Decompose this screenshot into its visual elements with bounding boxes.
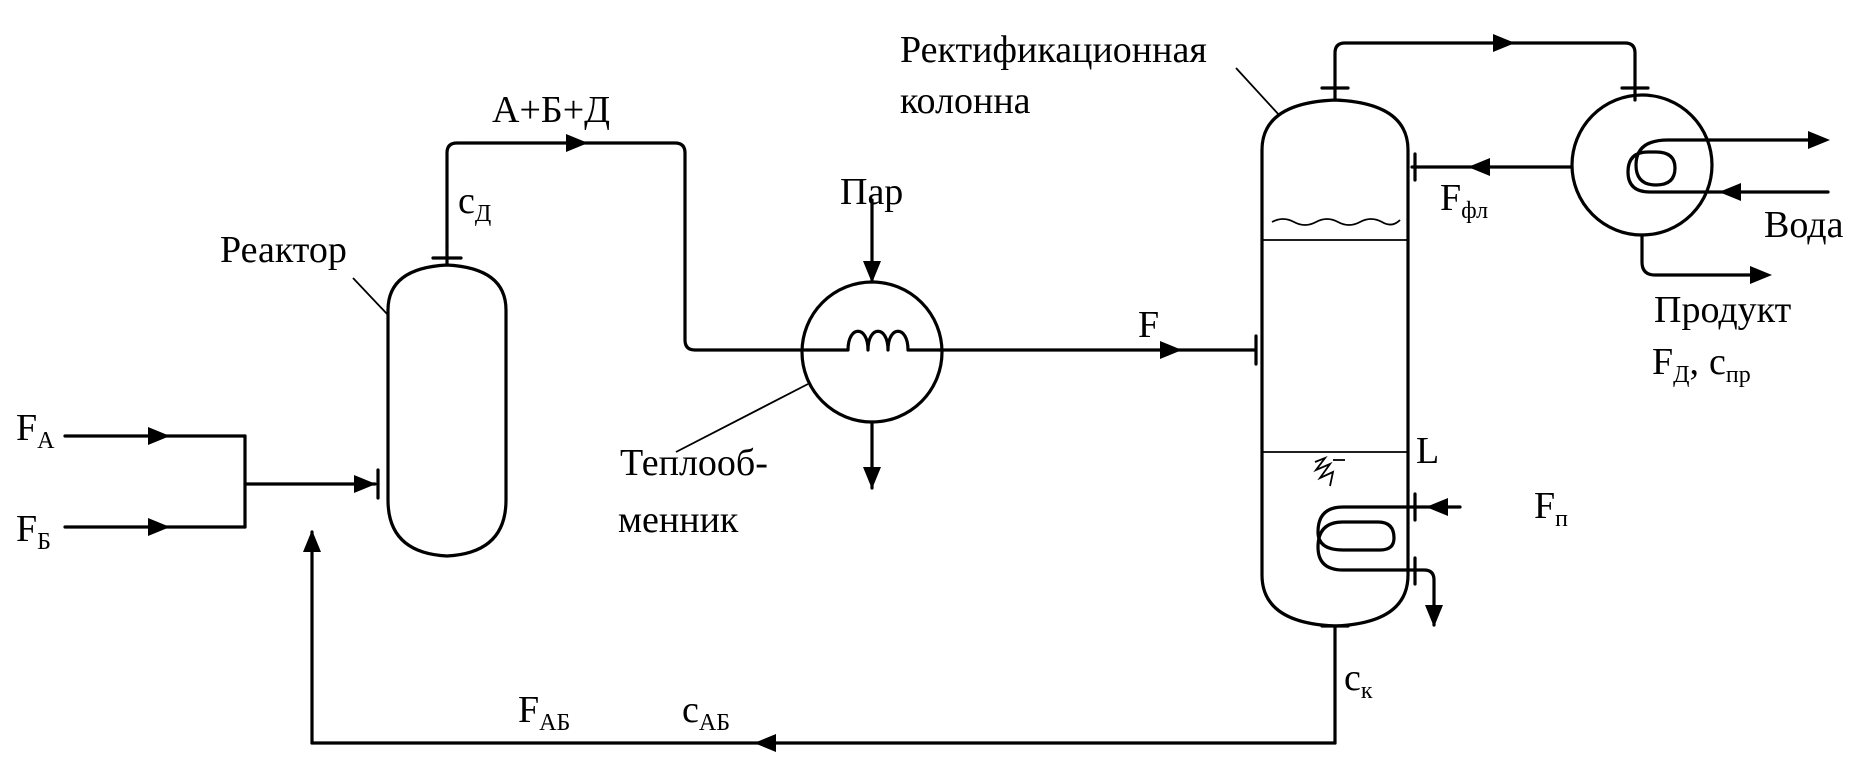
stream-fa-label: FА	[16, 407, 55, 454]
product-line	[1640, 233, 1762, 277]
level-sensor-squiggle	[1313, 455, 1335, 487]
stream-ffl-label: Fфл	[1440, 177, 1488, 224]
stream-fb-label: FБ	[16, 508, 51, 555]
stream-f-label: F	[1138, 304, 1159, 346]
rectification-column	[1260, 98, 1410, 628]
arrow-steam	[863, 261, 881, 283]
reactor-label: Реактор	[220, 229, 347, 271]
reactor-vessel	[386, 263, 508, 558]
column-leader	[1235, 67, 1281, 117]
product-label: Продукт	[1654, 289, 1792, 331]
arrow-recycle-up	[303, 530, 321, 552]
arrow-overhead	[1493, 34, 1515, 52]
column-liquid-surface-top	[1271, 218, 1401, 226]
level-label: L	[1416, 430, 1439, 472]
heat-exchanger-coil	[806, 329, 942, 352]
heat-exchanger	[800, 280, 944, 424]
arrow-water-in	[1719, 183, 1741, 201]
column-label-2: колонна	[900, 80, 1031, 122]
reboiler-coil	[1316, 505, 1410, 572]
arrow-condensate	[863, 467, 881, 489]
heat-exchanger-label-1: Теплооб-	[620, 442, 768, 484]
reactor-leader	[352, 277, 389, 316]
arrow-to-reactor	[354, 475, 376, 493]
product-streams-label: FД,спр	[1652, 341, 1751, 388]
stream-ck-label: ск	[1344, 657, 1373, 704]
overhead-vapor-line	[1333, 41, 1637, 102]
reactor-outlet-line	[445, 141, 810, 352]
column-label-1: Ректификационная	[900, 29, 1207, 71]
arrow-fp	[1426, 498, 1448, 516]
condenser	[1570, 93, 1714, 237]
stream-fp-label: Fп	[1534, 485, 1568, 532]
stream-cab-label: сАБ	[682, 689, 730, 736]
heat-exchanger-leader	[675, 383, 809, 453]
feed-lines	[63, 427, 380, 536]
heat-exchanger-label-2: менник	[618, 499, 739, 541]
arrow-mixture	[566, 134, 588, 152]
mixture-label: А+Б+Д	[492, 89, 610, 131]
arrow-reboiler-out	[1425, 605, 1443, 627]
arrow-fb	[148, 518, 170, 536]
arrow-feed	[1160, 341, 1182, 359]
steam-label: Пар	[840, 171, 903, 213]
arrow-product	[1750, 266, 1772, 284]
arrow-fa	[148, 427, 170, 445]
arrow-reflux	[1468, 158, 1490, 176]
arrow-recycle-left	[754, 734, 776, 752]
water-label: Вода	[1764, 204, 1844, 246]
stream-fab-label: FАБ	[518, 689, 570, 736]
arrow-water-out	[1808, 131, 1830, 149]
stream-cd-label: сД	[458, 180, 491, 227]
condenser-coil	[1626, 138, 1712, 194]
